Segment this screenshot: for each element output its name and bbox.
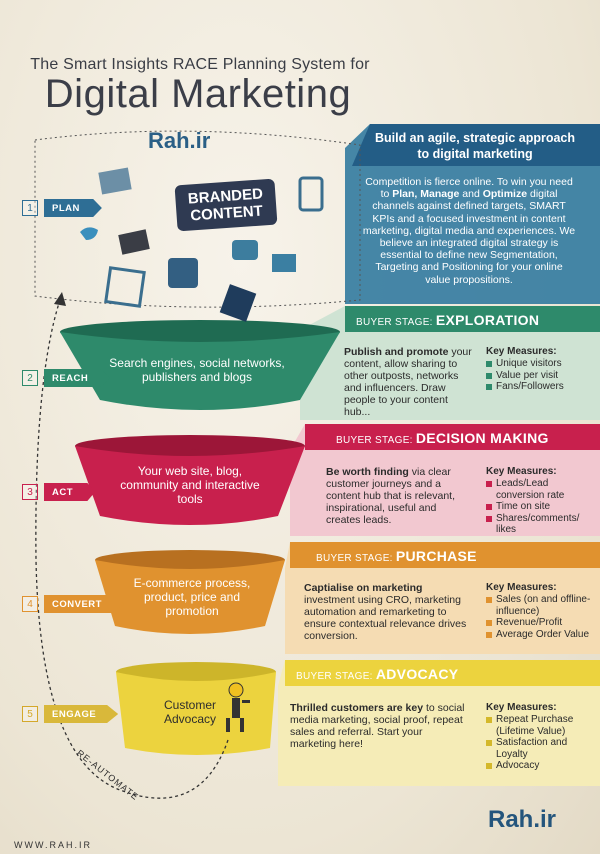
key-measures-reach: Key Measures: Unique visitors Value per … (486, 346, 592, 393)
step-label: PLAN (44, 199, 102, 217)
person-icon (226, 682, 250, 732)
measure-item: Value per visit (486, 370, 592, 382)
funnel-text-convert: E-commerce process, product, price and p… (133, 576, 251, 618)
stage-desc-act: Be worth finding via clear customer jour… (326, 466, 455, 526)
key-measures-act: Key Measures: Leads/Lead conversion rate… (486, 466, 592, 536)
purchase-head (290, 542, 600, 568)
funnel-text-act: Your web site, blog, community and inter… (120, 464, 260, 506)
funnel-text-engage: Customer Advocacy (163, 698, 217, 726)
advocacy-panel (278, 660, 600, 786)
step-number: 5 (22, 706, 38, 722)
measure-item: Average Order Value (486, 629, 592, 641)
key-measures-engage: Key Measures: Repeat Purchase (Lifetime … (486, 702, 592, 772)
exploration-head (345, 306, 600, 332)
key-measures-convert: Key Measures: Sales (on and offline-infl… (486, 582, 592, 641)
step-label: ACT (44, 483, 96, 501)
measure-item: Satisfaction and Loyalty (486, 737, 592, 760)
step-number: 3 (22, 484, 38, 500)
stage-header-purchase: BUYER STAGE: PURCHASE (316, 548, 477, 564)
measure-item: Revenue/Profit (486, 617, 592, 629)
site-url: WWW.RAH.IR (14, 840, 92, 850)
plan-dashed-outline (34, 130, 361, 308)
step-number: 2 (22, 370, 38, 386)
decision-head (305, 424, 600, 450)
loop-arrowhead (54, 292, 66, 306)
step-label: ENGAGE (44, 705, 119, 723)
header-subtitle: The Smart Insights RACE Planning System … (30, 56, 370, 73)
measure-item: Leads/Lead conversion rate (486, 478, 592, 501)
funnel-act (75, 435, 305, 525)
measure-item: Time on site (486, 501, 592, 513)
step-engage: 5 ENGAGE (22, 704, 119, 724)
stage-desc-engage: Thrilled customers are key to social med… (290, 702, 465, 750)
stage-header-exploration: BUYER STAGE: EXPLORATION (356, 312, 540, 328)
plan-description: Competition is fierce online. To win you… (362, 176, 576, 286)
exploration-panel (300, 306, 600, 420)
measure-item: Advocacy (486, 760, 592, 772)
measure-item: Unique visitors (486, 358, 592, 370)
funnel-reach (60, 320, 340, 410)
step-convert: 4 CONVERT (22, 594, 124, 614)
advocacy-head (285, 660, 600, 686)
measure-item: Shares/comments/ likes (486, 513, 592, 536)
stage-desc-convert: Captialise on marketing investment using… (304, 582, 467, 642)
decision-panel (290, 424, 600, 536)
step-reach: 2 REACH (22, 368, 111, 388)
stage-desc-reach: Publish and promote your content, allow … (344, 346, 472, 418)
funnel-convert (95, 550, 285, 634)
watermark-top: Rah.ir (148, 128, 211, 153)
measure-item: Sales (on and offline-influence) (486, 594, 592, 617)
header-title: Digital Marketing (44, 72, 352, 116)
stage-header-advocacy: BUYER STAGE: ADVOCACY (296, 666, 459, 682)
stage-header-decision: BUYER STAGE: DECISION MAKING (336, 430, 549, 446)
plan-heading: Build an agile, strategic approach to di… (374, 131, 576, 161)
purchase-panel (285, 542, 600, 654)
step-plan: 1 PLAN (22, 198, 102, 218)
reautomate-loop (35, 299, 229, 799)
step-number: 4 (22, 596, 38, 612)
branded-content-badge: BRANDED CONTENT (174, 178, 278, 232)
plan-panel-head (352, 124, 600, 166)
watermark-bottom: Rah.ir (488, 806, 557, 833)
plan-panel (345, 124, 600, 304)
funnel-text-reach: Search engines, social networks, publish… (109, 356, 285, 384)
step-act: 3 ACT (22, 482, 96, 502)
measure-item: Repeat Purchase (Lifetime Value) (486, 714, 592, 737)
step-label: REACH (44, 369, 111, 387)
step-number: 1 (22, 200, 38, 216)
measure-item: Fans/Followers (486, 381, 592, 393)
plan-icons (80, 167, 324, 322)
step-label: CONVERT (44, 595, 124, 613)
